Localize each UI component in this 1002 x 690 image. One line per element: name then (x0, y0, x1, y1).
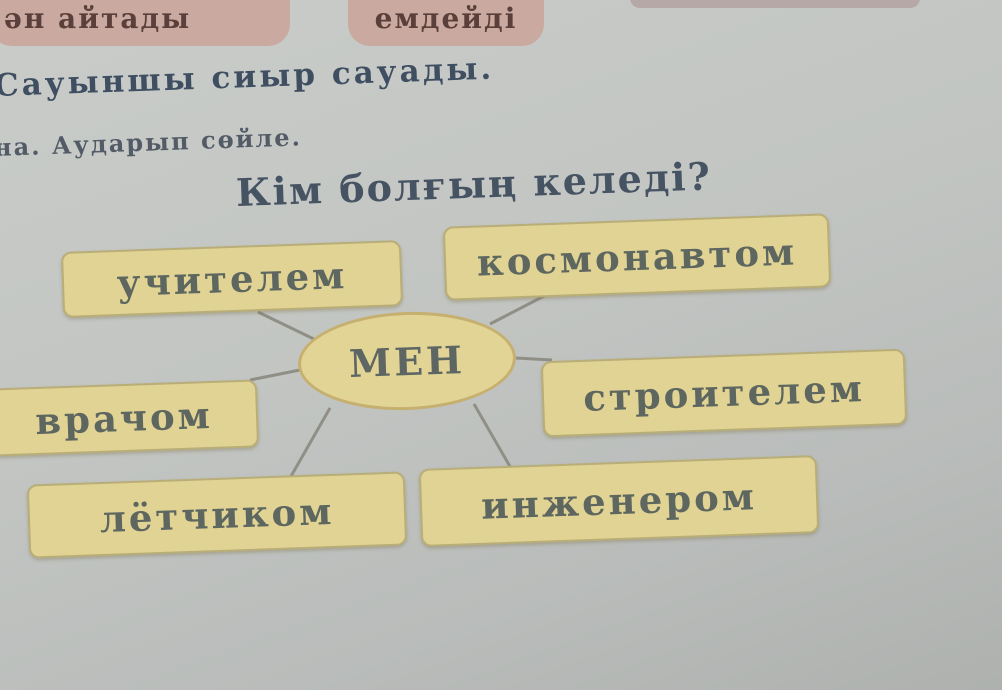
node-doctor: врачом (0, 379, 260, 457)
node-builder-label: строителем (582, 366, 866, 420)
top-answer-tab-middle: емдейді (348, 0, 544, 46)
connector-pilot (288, 407, 332, 479)
connector-builder (515, 356, 553, 362)
top-answer-tab-right (630, 0, 920, 8)
node-cosmonaut-label: космонавтом (476, 229, 798, 285)
node-builder: строителем (540, 348, 908, 438)
node-cosmonaut: космонавтом (442, 213, 832, 301)
top-answer-tab-left-label: ән айтады (4, 1, 192, 35)
center-node-label: МЕН (348, 336, 466, 386)
node-engineer: инженером (418, 455, 820, 547)
top-answer-tab-middle-label: емдейді (374, 1, 518, 35)
connector-teacher (257, 310, 321, 344)
connector-engineer (472, 403, 514, 471)
node-engineer-label: инженером (480, 474, 758, 528)
node-teacher: учителем (60, 240, 404, 318)
top-answer-tab-left: ән айтады (0, 0, 290, 46)
connector-doctor (249, 368, 301, 382)
node-pilot-label: лётчиком (98, 488, 336, 542)
connector-cosmonaut (489, 292, 549, 326)
node-pilot: лётчиком (26, 471, 408, 559)
node-teacher-label: учителем (116, 252, 348, 306)
node-doctor-label: врачом (34, 392, 214, 444)
